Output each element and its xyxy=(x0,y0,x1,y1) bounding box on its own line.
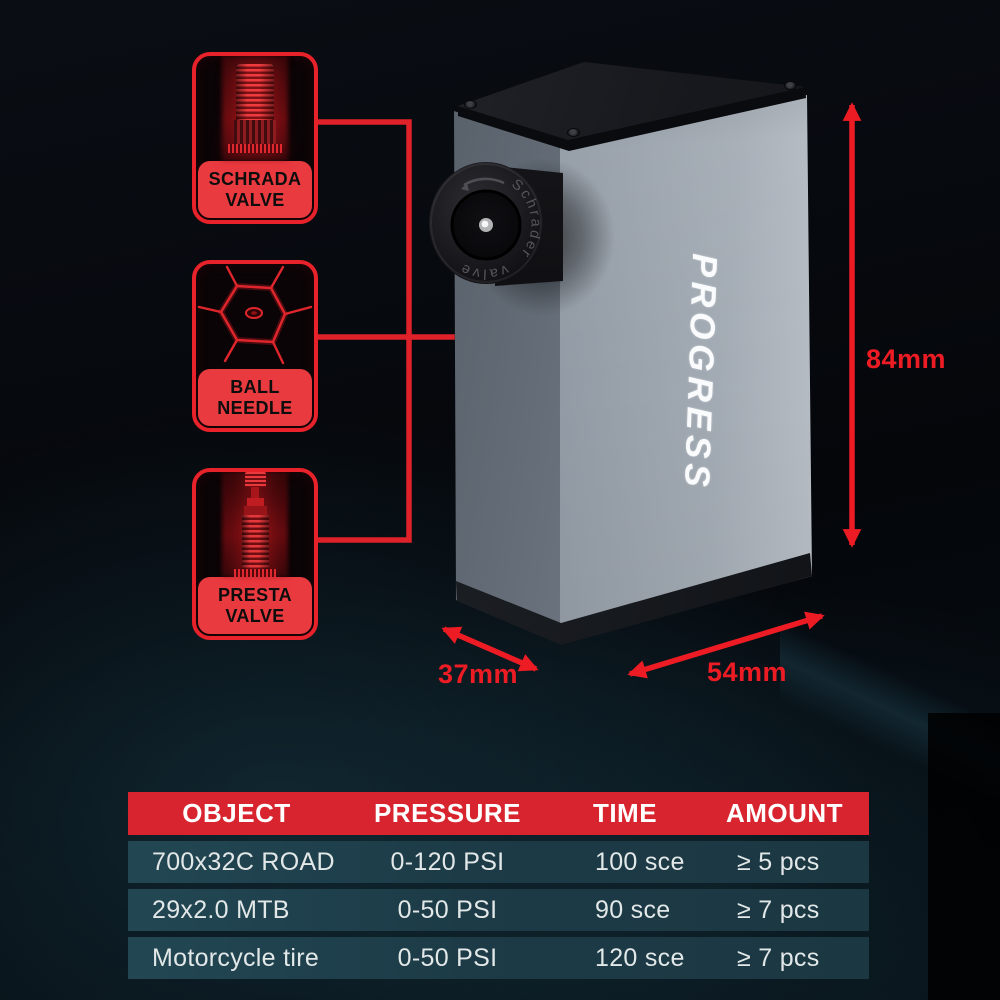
cell-time: 120 sce xyxy=(595,943,685,972)
col-header-pressure: PRESSURE xyxy=(373,798,522,828)
col-header-object: OBJECT xyxy=(182,798,291,828)
cell-amount: ≥ 7 pcs xyxy=(737,895,820,924)
callout-ball-needle: BALL NEEDLE xyxy=(192,260,318,432)
callout-label-presta: PRESTA VALVE xyxy=(198,577,312,634)
cell-object: 700x32C ROAD xyxy=(152,847,335,876)
table-row: Motorcycle tire 0-50 PSI 120 sce ≥ 7 pcs xyxy=(128,937,869,979)
cell-object: Motorcycle tire xyxy=(152,943,320,972)
screw xyxy=(784,81,797,90)
cell-pressure: 0-120 PSI xyxy=(390,847,505,876)
nozzle: Schrader valve xyxy=(429,162,543,284)
brand-logo: PROGRESS xyxy=(676,252,725,493)
screw xyxy=(567,128,580,137)
col-header-amount: AMOUNT xyxy=(725,798,844,828)
screw xyxy=(464,100,477,109)
callout-label-schrader: SCHRADA VALVE xyxy=(198,161,312,218)
dimension-width-label: 54mm xyxy=(706,657,788,687)
spec-table: OBJECT PRESSURE TIME AMOUNT 700x32C ROAD… xyxy=(128,792,869,979)
presta-valve-icon xyxy=(196,472,314,577)
cell-amount: ≥ 5 pcs xyxy=(737,847,820,876)
table-row: 29x2.0 MTB 0-50 PSI 90 sce ≥ 7 pcs xyxy=(128,889,869,931)
cell-pressure: 0-50 PSI xyxy=(397,895,498,924)
cell-amount: ≥ 7 pcs xyxy=(737,943,820,972)
callout-label-ball-needle: BALL NEEDLE xyxy=(198,369,312,426)
callout-schrader-valve: SCHRADA VALVE xyxy=(192,52,318,224)
cell-pressure: 0-50 PSI xyxy=(397,943,498,972)
ball-needle-icon xyxy=(196,264,314,369)
dimension-depth-label: 37mm xyxy=(437,659,519,689)
table-header-row: OBJECT PRESSURE TIME AMOUNT xyxy=(128,792,869,835)
col-header-time: TIME xyxy=(592,798,658,828)
schrader-valve-icon xyxy=(196,56,314,161)
dimension-height-label: 84mm xyxy=(866,344,947,374)
cell-time: 100 sce xyxy=(595,847,685,876)
cell-time: 90 sce xyxy=(595,895,671,924)
callout-presta-valve: PRESTA VALVE xyxy=(192,468,318,640)
cell-object: 29x2.0 MTB xyxy=(152,895,290,924)
table-row: 700x32C ROAD 0-120 PSI 100 sce ≥ 5 pcs xyxy=(128,841,869,883)
background-dark-corner xyxy=(928,713,1000,1000)
